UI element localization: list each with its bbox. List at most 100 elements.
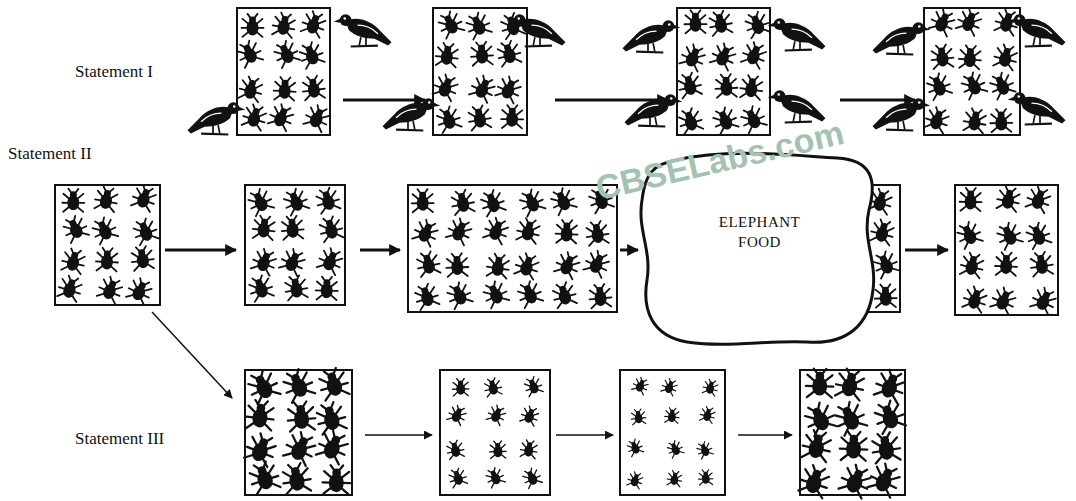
beetle-panel [433, 8, 527, 135]
crow [625, 94, 683, 126]
beetle [987, 70, 1016, 100]
step-arrow [905, 249, 948, 252]
beetle [413, 282, 441, 310]
crow [768, 18, 826, 50]
beetle [242, 14, 264, 37]
beetle [699, 406, 717, 424]
beetle [302, 103, 332, 133]
beetle [834, 367, 867, 401]
beetle [90, 215, 120, 245]
beetle [315, 428, 352, 465]
beetle [317, 215, 344, 243]
beetle [738, 104, 768, 134]
beetle [666, 470, 682, 487]
beetle [513, 251, 541, 280]
beetle [515, 279, 544, 309]
beetle [245, 186, 275, 216]
beetle-panel [955, 185, 1058, 315]
beetle [478, 188, 506, 217]
beetle [56, 274, 84, 302]
beetle [316, 276, 339, 300]
beetle [241, 103, 269, 131]
beetle [486, 403, 508, 426]
beetle [806, 368, 834, 397]
beetle [548, 186, 578, 216]
crow [508, 14, 566, 46]
beetle [709, 41, 739, 71]
beetle [96, 247, 119, 271]
beetle [924, 71, 953, 100]
beetle [585, 220, 610, 246]
beetle [467, 104, 493, 130]
beetle [411, 217, 440, 247]
beetle [831, 399, 868, 437]
beetle [300, 9, 328, 38]
beetle [660, 377, 679, 396]
beetle [989, 285, 1018, 315]
beetle [464, 10, 493, 40]
crow [623, 20, 681, 52]
beetle [740, 40, 769, 69]
beetle [1029, 251, 1054, 277]
beetle [695, 440, 714, 459]
beetle [468, 73, 498, 103]
beetle [445, 439, 465, 459]
beetle [130, 245, 155, 271]
beetle [446, 403, 468, 426]
beetle [447, 467, 468, 488]
beetle [281, 462, 313, 495]
beetle [665, 439, 684, 459]
beetle [62, 189, 84, 212]
beetle [521, 466, 543, 489]
beetle [245, 399, 275, 430]
beetle [990, 109, 1012, 132]
beetle [631, 409, 647, 425]
beetle [874, 284, 897, 308]
beetle [871, 398, 907, 434]
beetle [489, 441, 506, 459]
beetle [873, 367, 909, 403]
step-arrow [620, 249, 638, 252]
beetle [1025, 185, 1053, 214]
beetle-panel [620, 370, 725, 495]
beetle [923, 105, 951, 134]
beetle [839, 431, 867, 461]
beetle [625, 438, 644, 457]
beetle [1029, 285, 1059, 315]
step-arrow [840, 99, 915, 102]
beetle [676, 106, 704, 134]
beetle [708, 9, 734, 36]
beetle [317, 366, 351, 401]
beetle [281, 215, 305, 240]
beetle [555, 220, 578, 244]
step-arrow [152, 312, 232, 398]
beetle [523, 375, 544, 397]
beetle [247, 273, 275, 302]
beetle [994, 220, 1024, 250]
beetle [444, 280, 473, 310]
beetle [60, 247, 87, 274]
beetle [297, 40, 326, 69]
beetle-panel [440, 370, 550, 495]
beetle [698, 470, 713, 485]
beetle [131, 216, 160, 245]
beetle [958, 45, 982, 70]
statement-label: Statement III [75, 429, 164, 449]
beetle [96, 274, 125, 304]
beetle [962, 107, 987, 133]
beetle [445, 216, 475, 246]
beetle [450, 189, 476, 216]
beetle [551, 281, 578, 309]
beetle [582, 248, 612, 278]
crow [873, 22, 931, 54]
crow [383, 98, 441, 130]
beetle [125, 276, 155, 306]
beetle [446, 253, 469, 277]
beetle [250, 247, 279, 276]
beetle [130, 183, 158, 212]
beetle [252, 215, 276, 240]
beetle [482, 216, 511, 245]
beetle [664, 407, 680, 423]
